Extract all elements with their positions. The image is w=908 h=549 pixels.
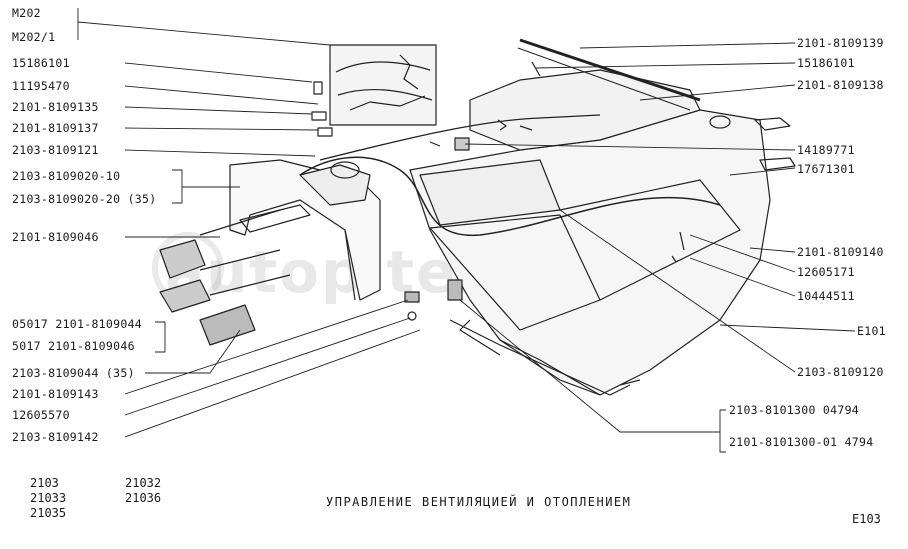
leader-lines [77, 8, 856, 453]
label-12605570: 12605570 [12, 408, 70, 422]
label-2101-8109135: 2101-8109135 [12, 100, 99, 114]
control-knobs [159, 209, 291, 346]
label-10444511: 10444511 [797, 289, 855, 303]
label-2103-8109142: 2103-8109142 [12, 430, 99, 444]
model-21035: 21035 [30, 506, 67, 520]
diagram-title: УПРАВЛЕНИЕ ВЕНТИЛЯЦИЕЙ И ОТОПЛЕНИЕМ [326, 495, 632, 509]
label-2103-8109120: 2103-8109120 [797, 365, 884, 379]
control-lever-bracket [229, 159, 381, 301]
label-2101-8101300-01: 2101-8101300-01 4794 [729, 435, 874, 449]
inset-detail [329, 44, 437, 126]
control-cable [299, 156, 721, 236]
models-column-1: 2103 21033 21035 [30, 476, 66, 521]
label-2103-8109044-35: 2103-8109044 (35) [12, 366, 135, 380]
label-2101-8109137: 2101-8109137 [12, 121, 99, 135]
label-15186101-right: 15186101 [797, 56, 855, 70]
label-2101-8109139: 2101-8109139 [797, 36, 884, 50]
label-e101: E101 [857, 324, 886, 338]
label-2101-8109140: 2101-8109140 [797, 245, 884, 259]
page-code: E103 [852, 512, 881, 526]
label-11195470: 11195470 [12, 79, 70, 93]
model-21036: 21036 [125, 491, 162, 505]
model-2103: 2103 [30, 476, 59, 490]
label-12605171: 12605171 [797, 265, 855, 279]
label-m202: M202 [12, 6, 41, 20]
heater-body [409, 38, 796, 396]
label-2103-8101300: 2103-8101300 04794 [729, 403, 860, 417]
model-21032: 21032 [125, 476, 162, 490]
model-21033: 21033 [30, 491, 67, 505]
label-2103-8109020-20: 2103-8109020-20 (35) [12, 192, 157, 206]
label-2101-8109046: 2101-8109046 [12, 230, 99, 244]
label-15186101-left: 15186101 [12, 56, 70, 70]
label-05017-2101-8109044: 05017 2101-8109044 [12, 317, 143, 331]
label-2103-8109121: 2103-8109121 [12, 143, 99, 157]
models-column-2: 21032 21036 [125, 476, 161, 506]
label-m202-1: M202/1 [12, 30, 56, 44]
label-5017-2101-8109046: 5017 2101-8109046 [12, 339, 135, 353]
label-2103-8109020-10: 2103-8109020-10 [12, 169, 121, 183]
label-14189771: 14189771 [797, 143, 855, 157]
label-2101-8109138: 2101-8109138 [797, 78, 884, 92]
small-fasteners [311, 61, 685, 321]
label-17671301: 17671301 [797, 162, 855, 176]
label-2101-8109143: 2101-8109143 [12, 387, 99, 401]
